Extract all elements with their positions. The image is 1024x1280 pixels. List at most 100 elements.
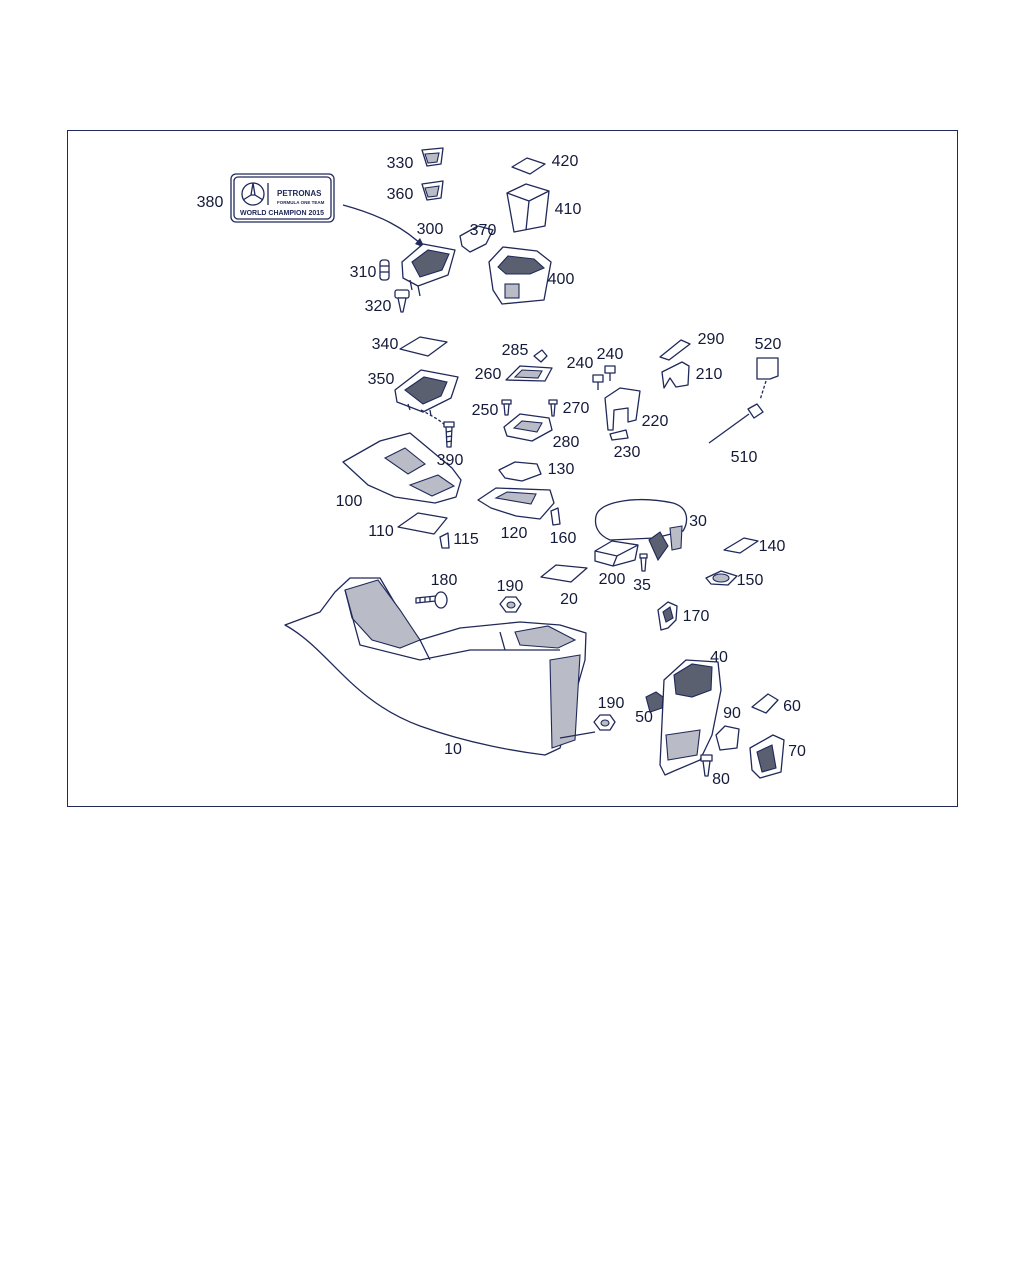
- part-410[interactable]: [506, 183, 550, 233]
- part-420[interactable]: [511, 157, 546, 175]
- part-80[interactable]: [700, 754, 713, 777]
- part-360[interactable]: [421, 180, 444, 201]
- callout-360[interactable]: 360: [387, 186, 414, 203]
- callout-340[interactable]: 340: [372, 336, 399, 353]
- callout-70[interactable]: 70: [788, 743, 806, 760]
- callout-35[interactable]: 35: [633, 577, 651, 594]
- callout-10[interactable]: 10: [444, 741, 462, 758]
- callout-350[interactable]: 350: [368, 371, 395, 388]
- part-130[interactable]: [498, 461, 542, 482]
- part-140[interactable]: [723, 537, 759, 554]
- callout-20[interactable]: 20: [560, 591, 578, 608]
- part-510[interactable]: [708, 403, 764, 444]
- part-390[interactable]: [420, 409, 455, 448]
- part-240[interactable]: [592, 365, 616, 390]
- callout-330[interactable]: 330: [387, 155, 414, 172]
- part-380-badge[interactable]: PETRONAS FORMULA ONE TEAM WORLD CHAMPION…: [230, 173, 335, 223]
- callout-410[interactable]: 410: [555, 201, 582, 218]
- callout-390[interactable]: 390: [437, 452, 464, 469]
- callout-30[interactable]: 30: [689, 513, 707, 530]
- callout-260[interactable]: 260: [475, 366, 502, 383]
- part-300[interactable]: [401, 243, 456, 297]
- part-190b[interactable]: [593, 714, 616, 731]
- callout-50[interactable]: 50: [635, 709, 653, 726]
- part-200[interactable]: [594, 540, 639, 567]
- callout-285[interactable]: 285: [502, 342, 529, 359]
- callout-140[interactable]: 140: [759, 538, 786, 555]
- part-90[interactable]: [715, 725, 740, 751]
- callout-290[interactable]: 290: [698, 331, 725, 348]
- part-320[interactable]: [394, 289, 410, 313]
- callout-420[interactable]: 420: [552, 153, 579, 170]
- part-180[interactable]: [415, 591, 448, 609]
- part-260[interactable]: [505, 365, 553, 382]
- badge-line3: WORLD CHAMPION 2015: [240, 210, 324, 217]
- callout-120[interactable]: 120: [501, 525, 528, 542]
- part-210[interactable]: [661, 361, 690, 389]
- part-340[interactable]: [399, 336, 448, 357]
- part-35[interactable]: [639, 553, 648, 572]
- part-220[interactable]: [604, 387, 641, 431]
- callout-160[interactable]: 160: [550, 530, 577, 547]
- callout-400[interactable]: 400: [548, 271, 575, 288]
- callout-230[interactable]: 230: [614, 444, 641, 461]
- part-100[interactable]: [342, 432, 462, 504]
- part-115[interactable]: [439, 532, 450, 549]
- part-10[interactable]: [284, 577, 596, 756]
- part-20[interactable]: [540, 564, 588, 583]
- callout-240[interactable]: 240: [597, 346, 624, 363]
- part-250[interactable]: [501, 399, 512, 416]
- callout-370[interactable]: 370: [470, 222, 497, 239]
- part-350[interactable]: [394, 369, 459, 417]
- part-160[interactable]: [550, 507, 561, 526]
- callout-100[interactable]: 100: [336, 493, 363, 510]
- callout-270[interactable]: 270: [563, 400, 590, 417]
- callout-180[interactable]: 180: [431, 572, 458, 589]
- part-280[interactable]: [503, 413, 553, 442]
- badge-line1: PETRONAS: [277, 189, 322, 198]
- part-190[interactable]: [499, 596, 522, 613]
- part-400[interactable]: [488, 246, 552, 305]
- callout-80[interactable]: 80: [712, 771, 730, 788]
- part-370[interactable]: [459, 225, 494, 253]
- part-270[interactable]: [548, 399, 558, 417]
- callout-250[interactable]: 250: [472, 402, 499, 419]
- part-60[interactable]: [751, 693, 779, 714]
- part-120[interactable]: [477, 487, 555, 520]
- part-285[interactable]: [533, 349, 548, 363]
- callout-240b[interactable]: 240: [567, 355, 594, 372]
- callout-190[interactable]: 190: [497, 578, 524, 595]
- callout-280[interactable]: 280: [553, 434, 580, 451]
- callout-40[interactable]: 40: [710, 649, 728, 666]
- callout-520[interactable]: 520: [755, 336, 782, 353]
- callout-115[interactable]: 115: [453, 531, 479, 548]
- callout-510[interactable]: 510: [731, 449, 758, 466]
- part-50[interactable]: [645, 691, 664, 713]
- leader-380: [342, 204, 426, 249]
- part-70[interactable]: [749, 734, 785, 779]
- callout-320[interactable]: 320: [365, 298, 392, 315]
- callout-380[interactable]: 380: [197, 194, 224, 211]
- callout-170[interactable]: 170: [683, 608, 710, 625]
- callout-200[interactable]: 200: [599, 571, 626, 588]
- callout-190b[interactable]: 190: [598, 695, 625, 712]
- callout-310[interactable]: 310: [350, 264, 377, 281]
- callout-210[interactable]: 210: [696, 366, 723, 383]
- callout-60[interactable]: 60: [783, 698, 801, 715]
- part-170[interactable]: [657, 601, 678, 631]
- part-110[interactable]: [397, 512, 448, 535]
- callout-150[interactable]: 150: [737, 572, 764, 589]
- part-230[interactable]: [609, 429, 629, 441]
- part-40[interactable]: [659, 659, 722, 776]
- part-310[interactable]: [379, 259, 390, 281]
- callout-110[interactable]: 110: [368, 523, 394, 540]
- callout-90[interactable]: 90: [723, 705, 741, 722]
- part-150[interactable]: [705, 570, 738, 586]
- part-30[interactable]: [594, 499, 688, 562]
- part-330[interactable]: [421, 147, 444, 167]
- part-520[interactable]: [756, 357, 779, 401]
- callout-220[interactable]: 220: [642, 413, 669, 430]
- callout-130[interactable]: 130: [548, 461, 575, 478]
- part-290[interactable]: [659, 339, 691, 361]
- callout-300[interactable]: 300: [417, 221, 444, 238]
